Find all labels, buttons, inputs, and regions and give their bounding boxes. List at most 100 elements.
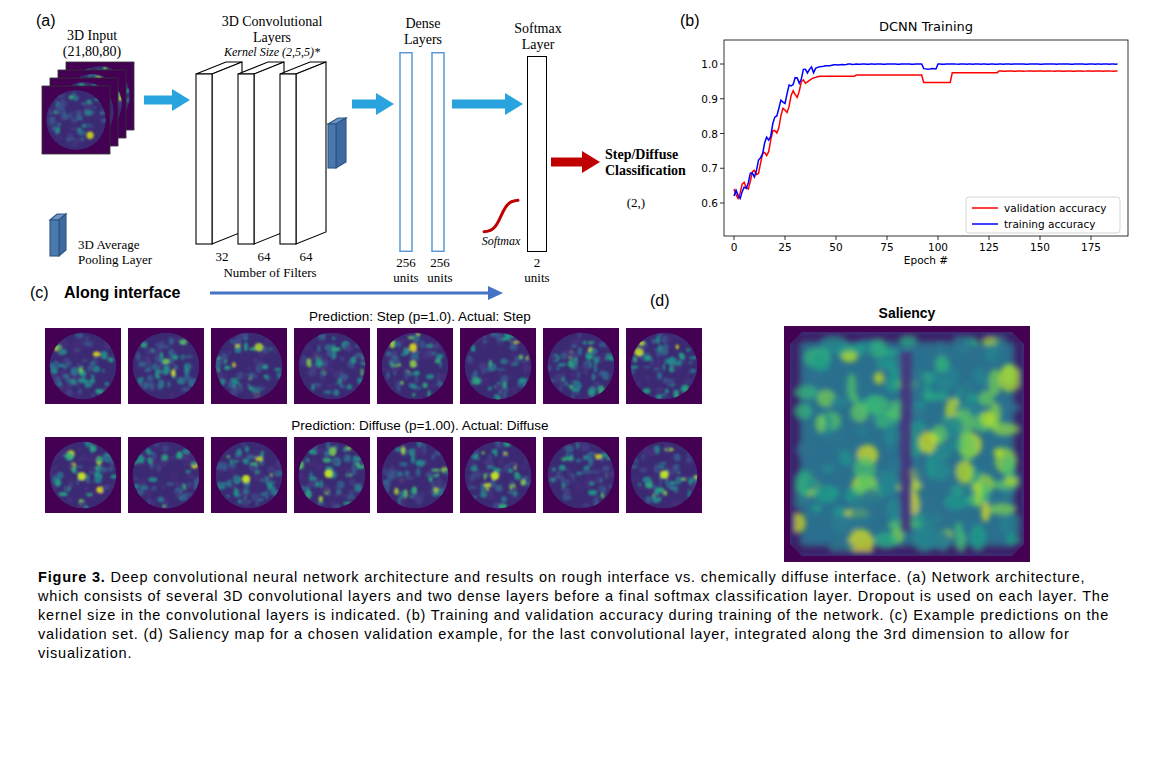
slice-ground [294,328,370,404]
saliency-blob [805,477,817,488]
saliency-blob [850,403,868,423]
slice-speckle [688,362,693,364]
figure-label: (2,) [627,196,645,211]
slice-speckle [172,350,177,353]
slice-speckle [426,350,433,358]
slice-speckle [472,377,481,384]
dense-layers: Dense Layers [398,52,448,252]
slice-speckle [236,449,242,457]
slice-speckle [399,491,404,498]
slice-speckle [643,366,651,368]
slice-speckle [659,479,662,487]
slice-speckle [550,355,557,361]
slice-speckle [174,482,183,487]
slice-speckle [315,464,323,470]
figure-label: 0.9 [701,93,718,105]
slice-speckle [69,143,77,146]
slice-speckle [266,377,271,381]
slice-speckle [655,488,660,495]
layer-slab [50,214,66,256]
slice-speckle [573,358,577,362]
slice-speckle [269,348,274,351]
slice-speckle [396,383,401,392]
slice-speckle [70,112,73,119]
saliency-blob [822,464,834,473]
node-label: Softmax Layer [506,21,570,53]
slice-speckle [99,467,107,473]
slice-speckle [79,388,82,394]
slice-speckle [339,384,343,388]
layer-slab [280,62,326,244]
output-class: Step/Diffuse Classification [604,146,694,180]
slice-speckle [431,489,435,492]
slice-speckle [78,447,81,451]
slice-speckle [390,340,395,349]
slice-speckle [578,331,581,340]
y-tick [720,203,724,204]
slice-speckle [332,347,340,351]
slice-speckle [394,488,398,495]
slice-speckle [489,480,496,488]
node-label: Step/Diffuse Classification [605,147,693,179]
slice-speckle [499,504,507,510]
saliency-blob [852,493,878,508]
layer-slab [328,118,346,168]
slice-speckle [591,349,598,354]
slice-speckle [674,487,679,493]
saliency-edge [790,332,1024,556]
slice-speckle [632,478,639,482]
slice-speckle [95,389,103,394]
slice-speckle [410,360,417,368]
slice-speckle [61,136,63,140]
slice-speckle [643,344,646,351]
slice-speckle [400,381,403,385]
slice-speckle [179,495,185,501]
slice-speckle [482,376,487,384]
figure-label: Prediction: Diffuse (p=1.00). Actual: Di… [291,418,548,434]
slice-speckle [686,371,689,377]
slice-speckle [602,372,609,380]
slice-speckle [666,481,675,488]
slice-speckle [150,500,155,507]
slice-speckle [659,462,666,465]
slice-speckle [189,453,192,462]
slice-speckle [495,384,502,392]
slice-speckle [665,443,669,446]
slice-speckle [588,341,595,343]
slice-ground [543,437,619,513]
figure-caption: Figure 3. Deep convolutional neural netw… [38,568,1114,663]
slice-speckle [71,367,79,375]
slice-speckle [147,375,153,381]
slice-speckle [329,358,334,364]
slice-speckle [335,493,339,496]
slice-speckle [275,460,283,469]
slice-speckle [392,357,400,365]
figure-label: 75 [880,241,893,253]
slice-speckle [582,365,588,370]
slice-speckle [686,453,690,456]
slice-speckle [550,478,556,482]
slice-speckle [88,370,91,374]
slice-speckle [411,456,415,464]
slice-speckle [86,474,90,483]
slice-speckle [428,390,431,398]
slice-speckle [355,358,363,362]
slice-speckle [432,493,439,497]
saliency-blob [926,453,935,477]
slice-disk [548,333,615,400]
slice-speckle [162,445,169,452]
slab-front [50,220,59,256]
slice-speckle [71,117,78,122]
slice-speckle [500,358,508,364]
slice-speckle [153,348,161,353]
saliency-blob [918,431,936,453]
slice-spot [491,472,499,480]
softmax-layer: Softmax Layer [527,56,547,252]
slice-speckle [69,95,74,99]
slice-speckle [258,361,264,365]
slice-speckle [298,461,304,469]
y-tick [720,64,724,65]
slice-speckle [484,460,489,466]
slice-speckle [480,491,487,498]
saliency-blob [992,423,1019,436]
